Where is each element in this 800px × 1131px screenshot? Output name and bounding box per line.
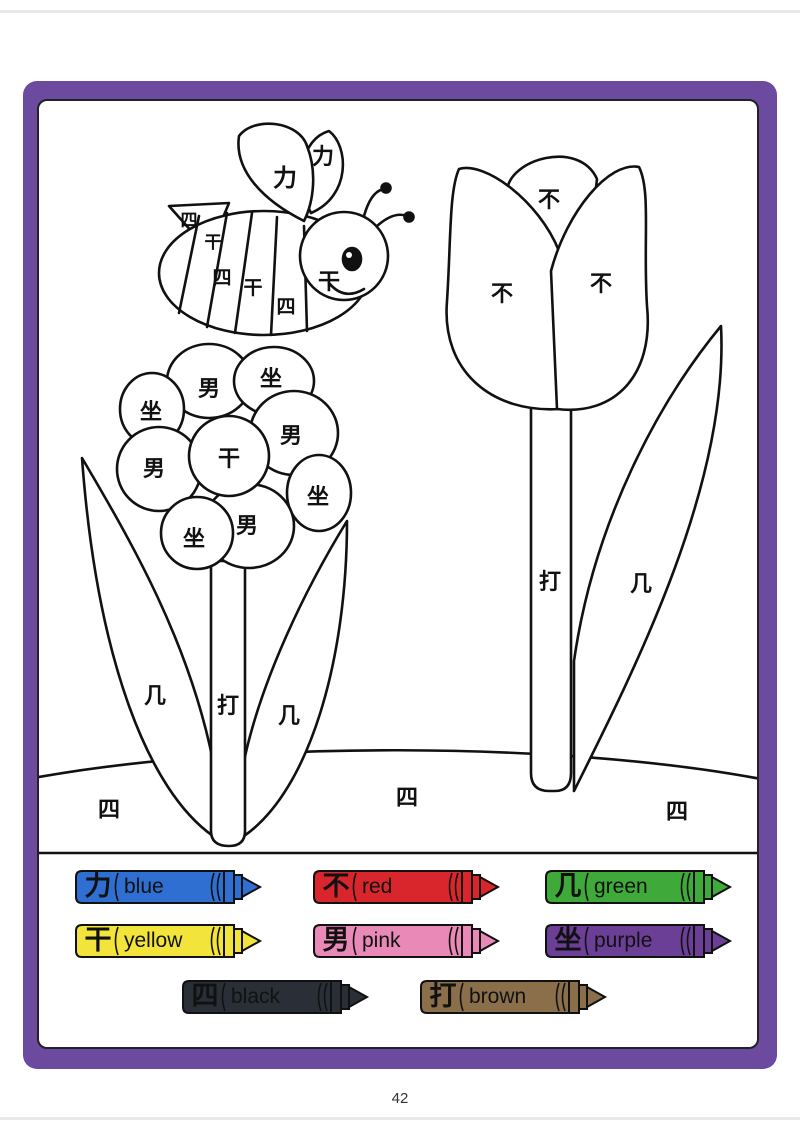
crayon-black: 四 black <box>181 979 371 1015</box>
bee-stripe-line <box>177 214 201 315</box>
bee-stripe-line <box>269 215 279 337</box>
bee-eye-highlight <box>346 252 352 258</box>
ground-label: 四 <box>98 797 120 823</box>
flower-petal-right-lower <box>285 453 353 533</box>
bee-stripe-label: 四 <box>181 211 198 231</box>
flower-stem <box>209 559 247 848</box>
crayon-icon <box>545 870 733 904</box>
crayon-character: 干 <box>84 925 112 956</box>
crayon-purple: 坐 purple <box>544 923 734 959</box>
crayon-green: 几 green <box>544 869 734 905</box>
bee-wing-back-label: 力 <box>312 144 334 170</box>
bee-stripe-label: 四 <box>212 267 231 289</box>
crayon-color-word: pink <box>362 929 401 952</box>
crayon-blue: 力 blue <box>74 869 264 905</box>
bee-stripe-label: 干 <box>205 233 222 253</box>
ground-label: 四 <box>396 785 418 811</box>
crayon-pink: 男 pink <box>312 923 502 959</box>
crayon-icon <box>313 924 501 958</box>
bee-antenna <box>375 213 409 228</box>
crayon-brown: 打 brown <box>419 979 609 1015</box>
flower-leaf-left <box>80 456 215 838</box>
page-frame: 力 力 四 干 四 干 四 干 不 不 不 打 几 男 坐 男 男 坐 男 坐 <box>23 81 777 1069</box>
crayon-yellow: 干 yellow <box>74 923 264 959</box>
crayon-color-word: brown <box>469 985 527 1008</box>
scan-line-bottom <box>0 1117 800 1120</box>
crayon-character: 几 <box>554 871 582 902</box>
crayon-character: 力 <box>84 871 112 902</box>
bee-antenna-tip <box>380 182 392 194</box>
crayon-character: 男 <box>322 925 350 956</box>
crayon-icon <box>182 980 370 1014</box>
crayon-character: 坐 <box>554 925 582 956</box>
crayon-character: 打 <box>429 981 457 1012</box>
tulip-leaf <box>572 324 723 793</box>
flower-petal-bottom-left <box>159 495 235 571</box>
flower-petal-label: 男 <box>143 456 165 482</box>
bee-antenna-tip <box>403 211 415 223</box>
tulip-stem-label: 打 <box>539 569 561 595</box>
bee-stripe-line <box>205 211 229 329</box>
bee-antenna <box>362 187 386 218</box>
tulip-petal-right-label: 不 <box>590 271 612 297</box>
ground-label: 四 <box>666 799 688 825</box>
crayon-icon <box>420 980 608 1014</box>
tulip-stem <box>529 404 573 793</box>
crayon-icon <box>75 870 263 904</box>
flower-petal-label: 男 <box>236 513 258 539</box>
flower-center-label: 干 <box>218 446 240 472</box>
flower-petal-label: 男 <box>198 376 220 402</box>
bee-wing-front-label: 力 <box>273 163 297 192</box>
flower-petal-label: 坐 <box>140 399 162 425</box>
bee-stripe-label: 干 <box>243 277 262 299</box>
bee-wing-front <box>237 122 315 223</box>
flower-petal-label: 坐 <box>183 526 205 552</box>
crayon-icon <box>313 870 501 904</box>
crayon-icon <box>75 924 263 958</box>
crayon-color-word: blue <box>124 875 164 898</box>
crayon-color-word: purple <box>594 929 653 952</box>
tulip-petal-right <box>549 165 650 412</box>
flower-center <box>187 414 271 498</box>
crayon-character: 四 <box>191 981 219 1012</box>
bee-stripe-label: 四 <box>276 296 295 318</box>
flower-petal-label: 坐 <box>260 366 282 392</box>
bee-head-label: 干 <box>318 269 340 295</box>
tulip-petal-top-label: 不 <box>538 187 560 213</box>
flower-petal-label: 男 <box>280 423 302 449</box>
crayon-color-word: black <box>231 985 281 1008</box>
tulip-leaf-label: 几 <box>630 571 652 597</box>
flower-leaf-right <box>242 519 349 838</box>
tulip-petal-left-label: 不 <box>491 281 513 307</box>
scan-line-top <box>0 10 800 13</box>
crayon-character: 不 <box>322 871 350 902</box>
bee-smile <box>327 281 366 296</box>
bee-eye <box>341 246 363 272</box>
crayon-icon <box>545 924 733 958</box>
flower-petal-label: 坐 <box>307 484 329 510</box>
crayon-color-word: green <box>594 875 648 898</box>
ground-line <box>39 748 757 780</box>
coloring-panel: 力 力 四 干 四 干 四 干 不 不 不 打 几 男 坐 男 男 坐 男 坐 <box>37 99 759 1049</box>
page-number: 42 <box>391 1090 409 1107</box>
flower-leaf-left-label: 几 <box>144 683 166 709</box>
flower-stem-label: 打 <box>217 693 239 719</box>
bee-stripe-line <box>233 211 254 335</box>
crayon-red: 不 red <box>312 869 502 905</box>
flower-leaf-right-label: 几 <box>278 703 300 729</box>
coloring-scene: 力 力 四 干 四 干 四 干 不 不 不 打 几 男 坐 男 男 坐 男 坐 <box>39 122 757 855</box>
crayon-color-word: red <box>362 875 393 898</box>
crayon-color-word: yellow <box>124 929 183 952</box>
